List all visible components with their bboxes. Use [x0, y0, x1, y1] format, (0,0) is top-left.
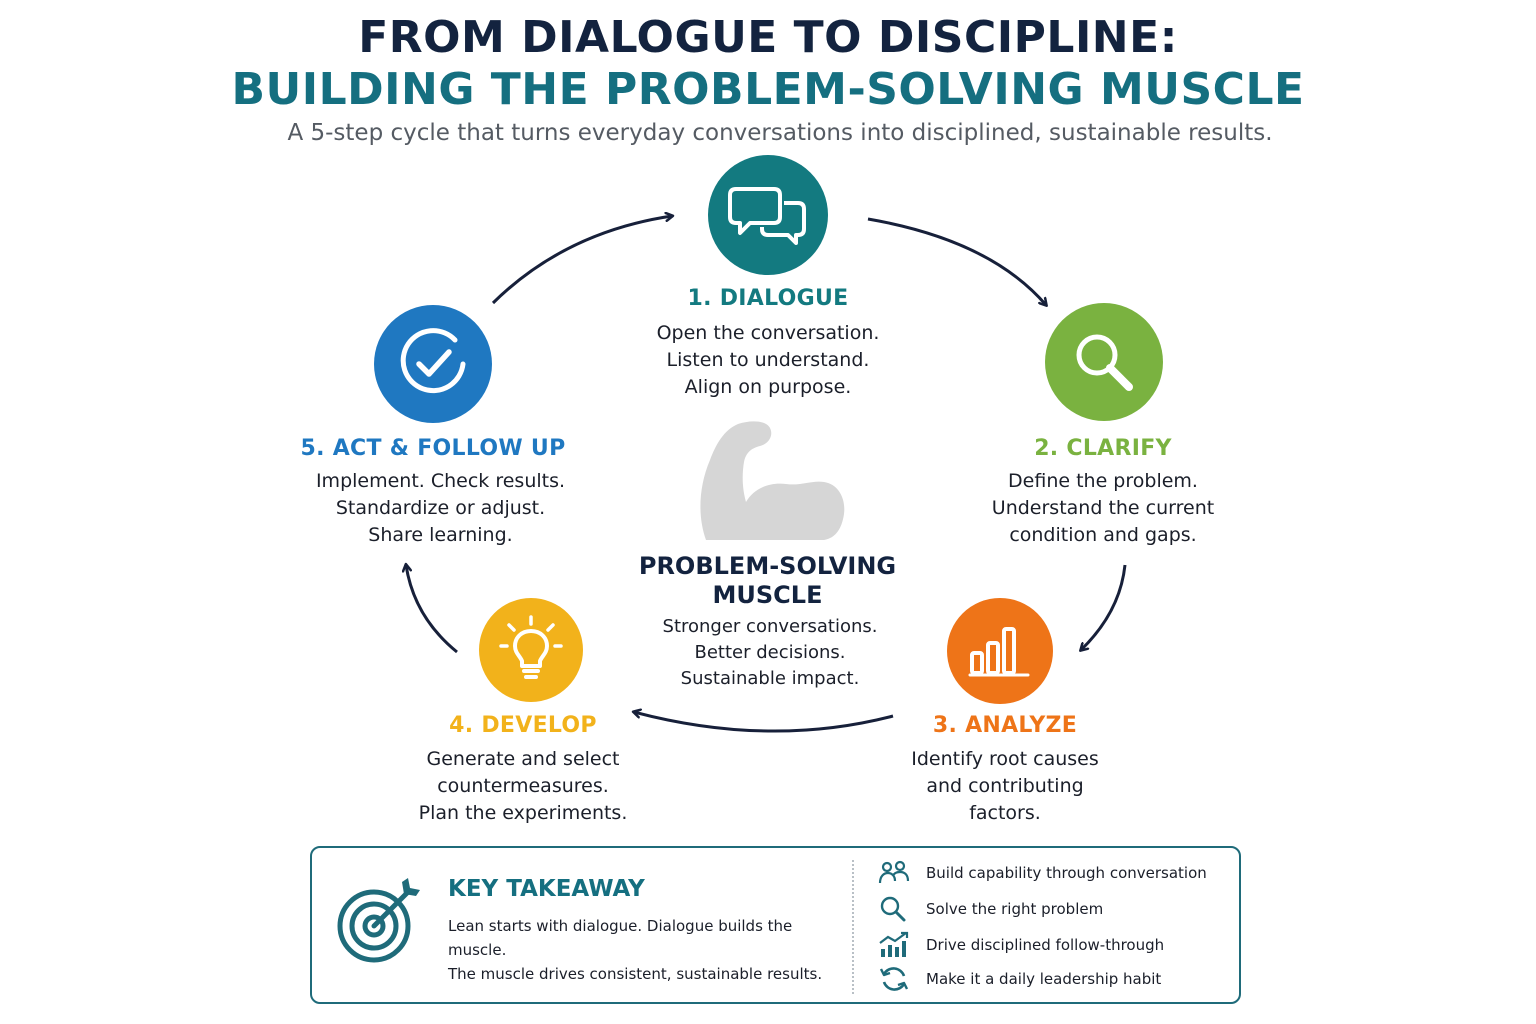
subtitle: A 5-step cycle that turns everyday conve…	[287, 120, 1273, 146]
search-icon	[880, 896, 906, 922]
arrow-develop-to-act	[406, 565, 458, 654]
checkmark-icon	[400, 328, 466, 394]
key-takeaway-text: Lean starts with dialogue. Dialogue buil…	[448, 914, 848, 986]
arrow-act-to-dialogue	[491, 216, 672, 305]
step-4-line: countermeasures.	[437, 775, 609, 797]
step-3-line: and contributing	[926, 775, 1084, 797]
step-4-description: Generate and select countermeasures. Pla…	[373, 746, 673, 827]
center-line: Better decisions.	[694, 642, 846, 663]
step-2-title: 2. CLARIFY	[1034, 436, 1172, 461]
step-2-line: Define the problem.	[1008, 470, 1198, 492]
center-title-line: MUSCLE	[712, 581, 823, 609]
arrow-dialogue-to-clarify	[867, 217, 1046, 305]
step-1-title: 1. DIALOGUE	[687, 286, 849, 311]
key-takeaway-line: Lean starts with dialogue. Dialogue buil…	[448, 917, 793, 959]
center-line: Sustainable impact.	[680, 668, 860, 689]
takeaway-item: Solve the right problem	[878, 894, 1103, 924]
step-1-line: Open the conversation.	[656, 322, 880, 344]
magnifier-icon	[1076, 334, 1133, 391]
step-4-line: Plan the experiments.	[418, 802, 628, 824]
step-5-line: Standardize or adjust.	[335, 497, 546, 519]
step-3-line: Identify root causes	[911, 748, 1099, 770]
takeaway-item-label: Make it a daily leadership habit	[926, 970, 1162, 988]
step-2-line: condition and gaps.	[1009, 524, 1197, 546]
lightbulb-icon	[499, 615, 563, 679]
takeaway-item: Build capability through conversation	[878, 858, 1207, 888]
refresh-icon	[879, 967, 909, 991]
step-5-description: Implement. Check results. Standardize or…	[283, 468, 598, 549]
step-3-line: factors.	[969, 802, 1041, 824]
people-icon	[878, 860, 910, 884]
center-title-line: PROBLEM-SOLVING	[638, 552, 897, 580]
center-line: Stronger conversations.	[662, 616, 878, 637]
arrow-clarify-to-analyze	[1081, 564, 1127, 650]
step-4-line: Generate and select	[426, 748, 620, 770]
step-4-title: 4. DEVELOP	[449, 713, 597, 738]
step-1-line: Align on purpose.	[684, 376, 852, 398]
center-description: Stronger conversations. Better decisions…	[610, 614, 930, 692]
step-5-title: 5. ACT & FOLLOW UP	[300, 436, 566, 461]
title-line-1: FROM DIALOGUE TO DISCIPLINE:	[358, 12, 1178, 63]
takeaway-item-label: Build capability through conversation	[926, 864, 1207, 882]
step-3-description: Identify root causes and contributing fa…	[855, 746, 1155, 827]
clarify-step-circle	[1045, 303, 1163, 421]
takeaway-item: Drive disciplined follow-through	[878, 930, 1164, 960]
trend-chart-icon	[879, 931, 909, 957]
target-arrow-icon	[337, 878, 420, 963]
key-takeaway-panel: KEY TAKEAWAY Lean starts with dialogue. …	[310, 846, 1241, 1004]
analyze-step-circle	[947, 598, 1053, 704]
key-takeaway-title: KEY TAKEAWAY	[448, 876, 645, 902]
step-3-title: 3. ANALYZE	[932, 713, 1078, 738]
flexed-arm-icon	[700, 421, 845, 540]
step-2-line: Understand the current	[991, 497, 1215, 519]
step-1-description: Open the conversation. Listen to underst…	[618, 320, 918, 401]
takeaway-item-label: Drive disciplined follow-through	[926, 936, 1165, 954]
divider	[852, 860, 854, 994]
takeaway-item-label: Solve the right problem	[926, 900, 1104, 918]
center-title: PROBLEM-SOLVING MUSCLE	[600, 552, 935, 610]
act-step-circle	[374, 305, 492, 423]
step-2-description: Define the problem. Understand the curre…	[953, 468, 1253, 549]
bar-chart-icon	[968, 627, 1030, 677]
speech-bubbles-icon	[728, 187, 806, 245]
step-1-line: Listen to understand.	[666, 349, 870, 371]
arrow-analyze-to-develop	[634, 712, 894, 733]
title-line-2: BUILDING THE PROBLEM-SOLVING MUSCLE	[231, 64, 1305, 115]
takeaway-item: Make it a daily leadership habit	[878, 964, 1161, 994]
cycle-arrows	[0, 0, 1127, 733]
develop-step-circle	[479, 598, 583, 702]
step-5-line: Share learning.	[368, 524, 513, 546]
dialogue-step-circle	[708, 155, 828, 275]
step-5-line: Implement. Check results.	[315, 470, 566, 492]
key-takeaway-line: The muscle drives consistent, sustainabl…	[448, 965, 823, 983]
